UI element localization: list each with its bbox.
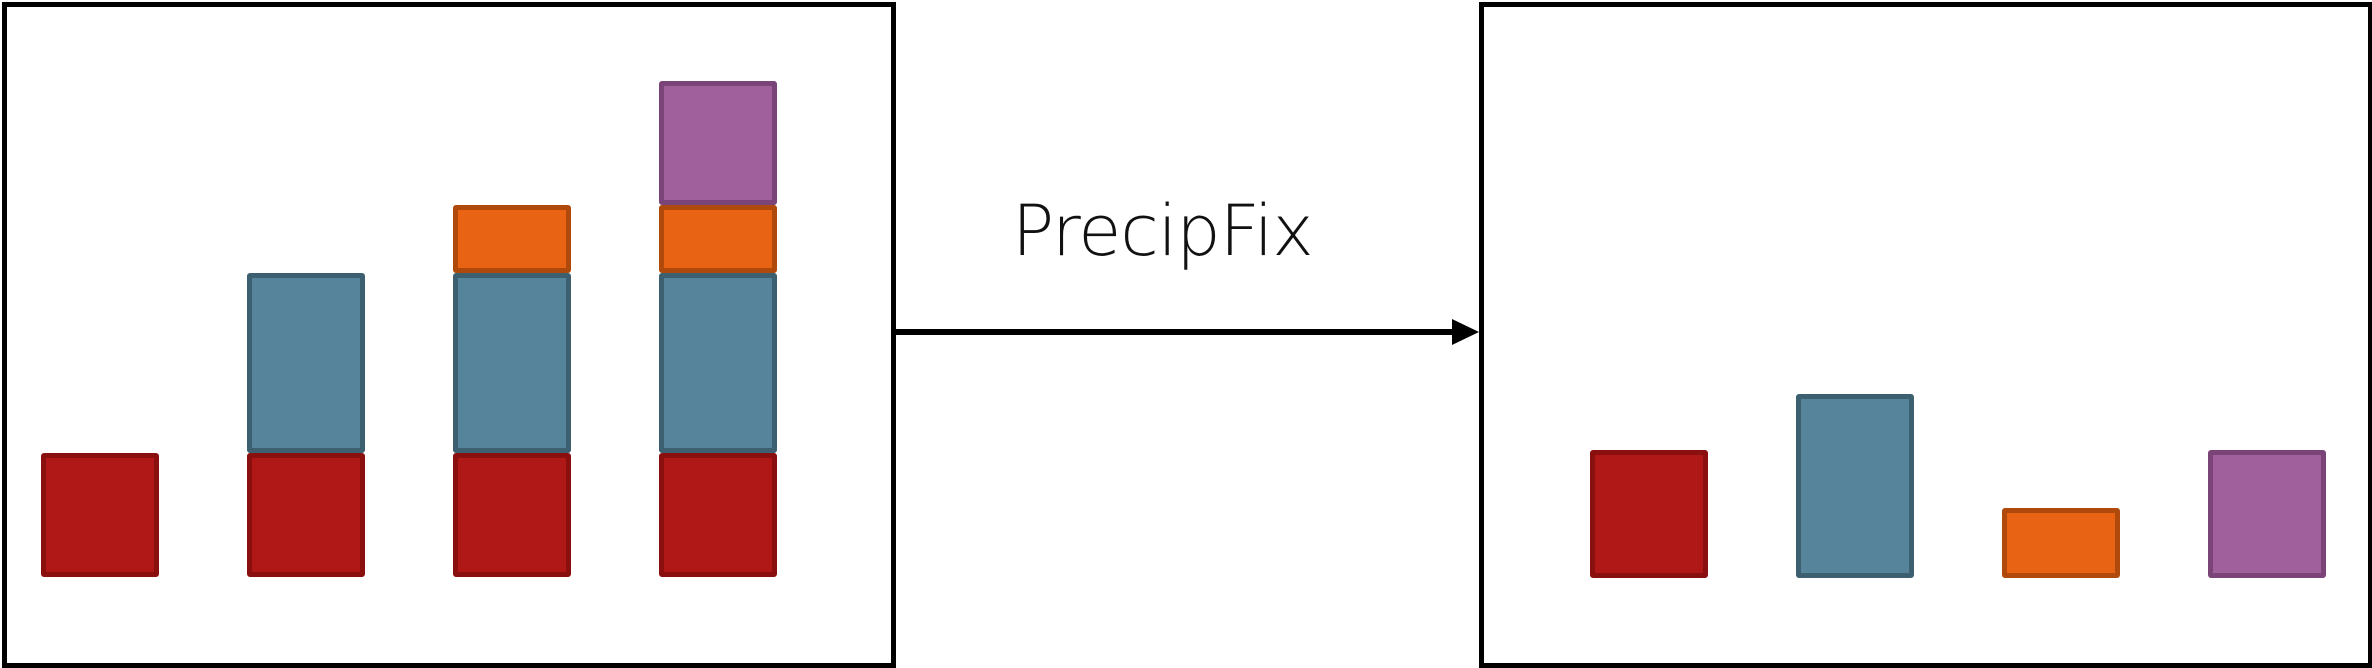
block-blue-stack2-seg2	[247, 273, 365, 453]
block-purple-out4	[2208, 450, 2326, 578]
block-red-stack4-seg1	[659, 453, 777, 577]
block-purple-stack4-seg4	[659, 81, 777, 205]
block-orange-stack4-seg3	[659, 205, 777, 273]
block-blue-stack3-seg2	[453, 273, 571, 453]
block-red-out1	[1590, 450, 1708, 578]
input-panel	[2, 2, 896, 668]
method-label: PrecipFix	[1012, 190, 1314, 272]
block-orange-stack3-seg3	[453, 205, 571, 273]
block-red-stack1-seg1	[41, 453, 159, 577]
arrow-head	[1452, 319, 1479, 345]
block-red-stack3-seg1	[453, 453, 571, 577]
block-orange-out3	[2002, 508, 2120, 578]
block-blue-out2	[1796, 394, 1914, 578]
output-panel	[1479, 2, 2372, 668]
block-blue-stack4-seg2	[659, 273, 777, 453]
block-red-stack2-seg1	[247, 453, 365, 577]
